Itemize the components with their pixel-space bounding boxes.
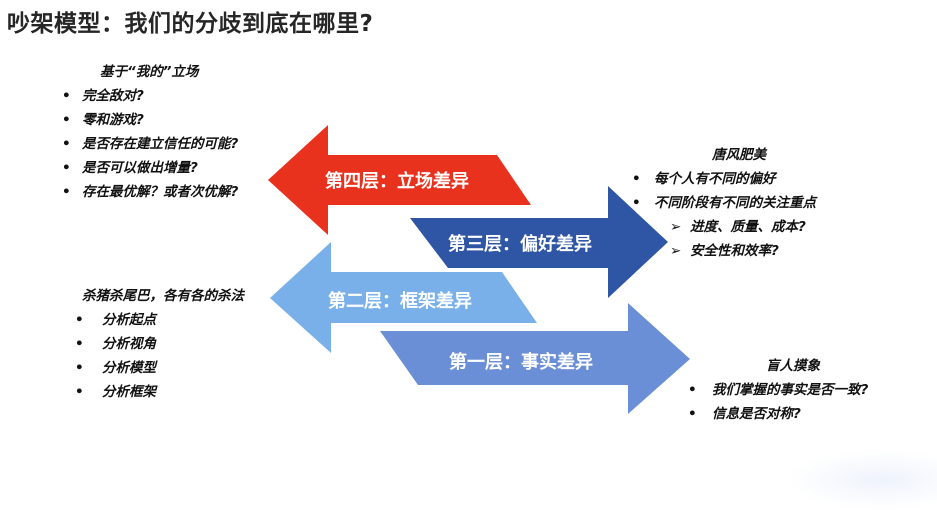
arrow-layer-4 <box>268 125 531 235</box>
layer-arrows-diagram <box>268 125 690 414</box>
framework-notes: 杀猪杀尾巴，各有各的杀法 •分析起点 •分析视角 •分析模型 •分析框架 <box>75 284 244 404</box>
arrow-layer-3 <box>410 186 668 298</box>
fact-notes: 盲人摸象 •我们掌握的事实是否一致? •信息是否对称? <box>688 354 868 426</box>
list-item: •分析起点 <box>75 312 156 328</box>
sub-list-item: ➢进度、质量、成本? <box>670 219 806 235</box>
list-item: •我们掌握的事实是否一致? <box>688 382 869 398</box>
sub-list-item: ➢安全性和效率? <box>670 243 779 259</box>
list-item: •存在最优解？或者次优解? <box>62 184 239 200</box>
list-item: •分析模型 <box>75 360 156 376</box>
layer-2-label: 第二层：框架差异 <box>328 291 472 312</box>
list-item: •零和游戏? <box>62 112 144 128</box>
page-title: 吵架模型：我们的分歧到底在哪里? <box>7 11 374 37</box>
framework-notes-list: •分析起点 •分析视角 •分析模型 •分析框架 <box>75 308 244 404</box>
list-item: •是否存在建立信任的可能? <box>62 136 239 152</box>
layer-3-label: 第三层：偏好差异 <box>448 234 592 255</box>
stance-notes-list: •完全敌对? •零和游戏? •是否存在建立信任的可能? •是否可以做出增量? •… <box>62 84 238 204</box>
list-item: •每个人有不同的偏好 <box>632 171 776 187</box>
list-item: •完全敌对? <box>62 88 144 104</box>
list-item: •分析框架 <box>75 384 156 400</box>
preference-notes-list: •每个人有不同的偏好 •不同阶段有不同的关注重点 ➢进度、质量、成本? ➢安全性… <box>632 167 816 263</box>
layer-4-label: 第四层：立场差异 <box>325 171 469 192</box>
framework-notes-heading: 杀猪杀尾巴，各有各的杀法 <box>82 288 244 304</box>
list-item: •不同阶段有不同的关注重点 <box>632 195 816 211</box>
stance-notes-heading: 基于“我的”立场 <box>100 64 199 80</box>
list-item: •信息是否对称? <box>688 406 801 422</box>
fact-notes-list: •我们掌握的事实是否一致? •信息是否对称? <box>688 378 868 426</box>
list-item: •是否可以做出增量? <box>62 160 198 176</box>
fact-notes-heading: 盲人摸象 <box>766 358 820 374</box>
preference-notes: 唐风肥美 •每个人有不同的偏好 •不同阶段有不同的关注重点 ➢进度、质量、成本?… <box>632 143 816 263</box>
stance-notes: 基于“我的”立场 •完全敌对? •零和游戏? •是否存在建立信任的可能? •是否… <box>62 60 238 204</box>
list-item: •分析视角 <box>75 336 156 352</box>
preference-notes-heading: 唐风肥美 <box>712 147 766 163</box>
arrow-layer-2 <box>270 242 537 353</box>
arrow-layer-1 <box>380 303 690 414</box>
layer-1-label: 第一层：事实差异 <box>449 352 593 373</box>
